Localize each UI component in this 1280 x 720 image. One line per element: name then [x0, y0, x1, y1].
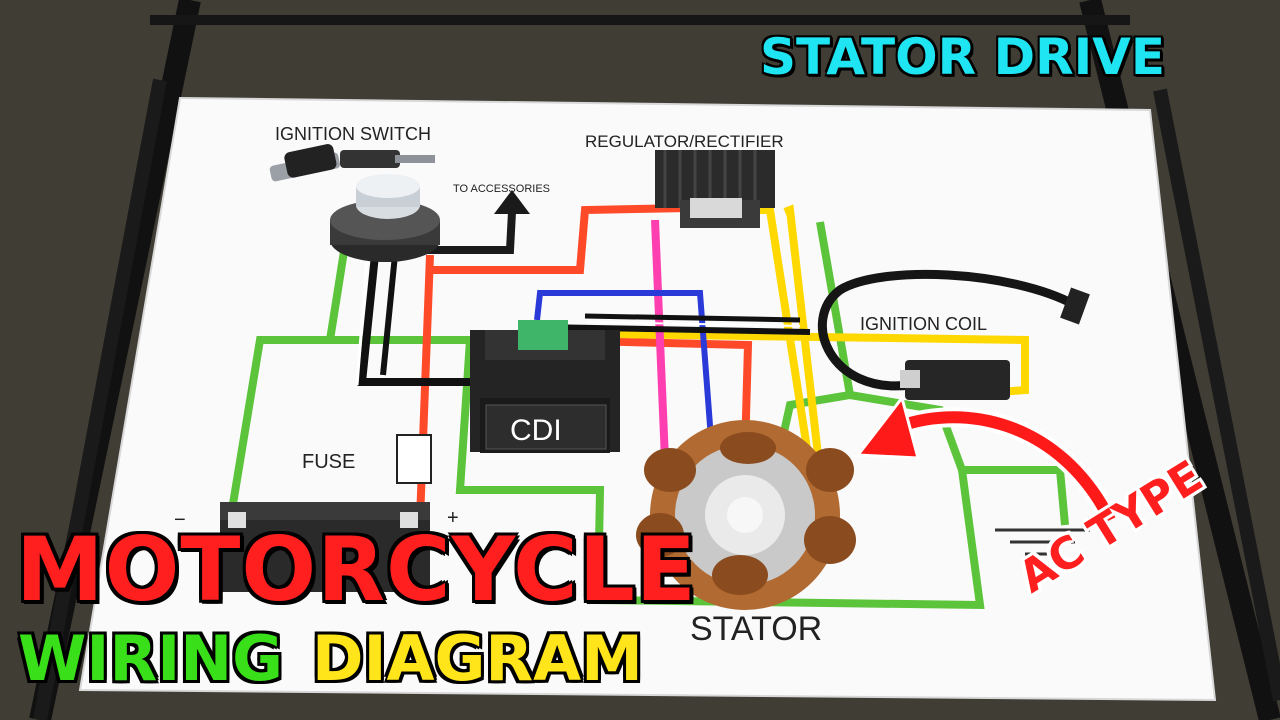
cdi-box — [470, 320, 620, 453]
green-wires — [228, 221, 1069, 610]
to-accessories-label: TO ACCESSORIES — [453, 183, 550, 195]
ignition-switch — [330, 174, 440, 262]
ground-symbol — [995, 528, 1090, 556]
brand-title: STATOR DRIVE — [760, 28, 1166, 86]
ignition-keys — [269, 144, 435, 182]
regulator-rectifier — [655, 150, 775, 228]
paper-edge — [78, 96, 1217, 702]
headline-wiring: WIRING — [18, 622, 284, 695]
battery — [220, 502, 430, 592]
headline-motorcycle: MOTORCYCLE — [16, 518, 697, 621]
regulator-label: REGULATOR/RECTIFIER — [585, 132, 784, 151]
cdi-label: CDI — [510, 414, 562, 447]
black-white-wires — [355, 254, 811, 386]
fuse-label: FUSE — [302, 451, 355, 473]
stator-label: STATOR — [690, 610, 822, 648]
headline-diagram: DIAGRAM — [312, 622, 643, 695]
to-accessories-arrow — [420, 190, 530, 254]
ignition-coil — [818, 269, 1090, 400]
pink-wire — [651, 219, 669, 461]
red-curved-arrow — [855, 394, 1119, 525]
blue-wire — [534, 290, 715, 453]
ignition-coil-label: IGNITION COIL — [860, 314, 987, 334]
battery-plus-label: + — [447, 507, 459, 529]
table-leg-right — [1153, 88, 1280, 702]
table-leg-left — [33, 78, 167, 720]
ignition-switch-label: IGNITION SWITCH — [275, 124, 431, 144]
stator — [636, 420, 856, 610]
fuse-body — [396, 434, 432, 484]
battery-minus-label: − — [174, 509, 186, 531]
